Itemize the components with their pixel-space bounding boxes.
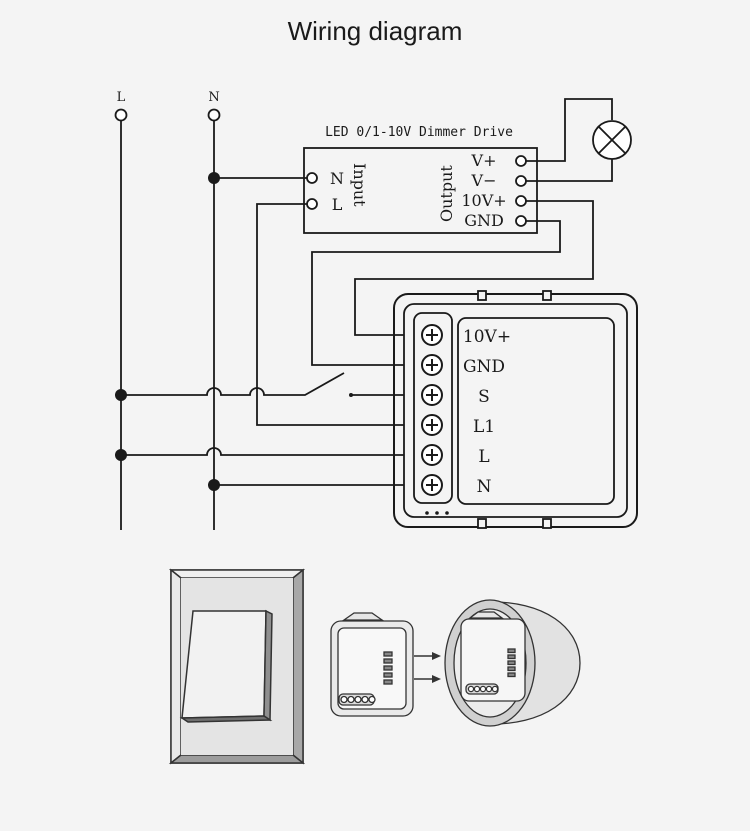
module-terminal-gnd-label: GND — [463, 357, 505, 377]
driver-output-vminus-terminal — [515, 175, 527, 187]
mains-label-l: L — [117, 90, 126, 105]
driver-output-vplus-label: V+ — [471, 151, 497, 170]
module-terminal-s-label: S — [478, 387, 490, 407]
driver-output-vminus-label: V− — [471, 171, 497, 190]
driver-output-10v-label: 10V+ — [461, 191, 506, 210]
dimmer-driver: LED 0/1-10V Dimmer Drive N L Input Outpu… — [303, 125, 538, 234]
wall-back-box-icon — [444, 599, 581, 727]
driver-output-gnd-label: GND — [464, 211, 504, 230]
module-terminal-l1-label: L1 — [473, 417, 495, 437]
driver-output-label: Output — [437, 165, 456, 222]
wall-switch-icon — [168, 568, 306, 765]
mains-terminal-l: L — [114, 90, 128, 530]
insert-arrows — [414, 652, 441, 683]
driver-output-vplus-terminal — [515, 155, 527, 167]
driver-input-l-terminal — [306, 198, 318, 210]
driver-output-10v-terminal — [515, 195, 527, 207]
module-terminal-l-label: L — [478, 447, 489, 467]
module-screws — [421, 324, 443, 496]
driver-input-label: Input — [350, 163, 369, 207]
driver-output-gnd-terminal — [515, 215, 527, 227]
driver-title: LED 0/1-10V Dimmer Drive — [325, 125, 513, 140]
switch-contact — [349, 393, 353, 397]
mains-terminal-n: N — [207, 90, 221, 530]
module-terminal-n-label: N — [477, 477, 492, 497]
junction-dots — [115, 172, 220, 491]
mains-label-n: N — [208, 90, 219, 105]
driver-input-n-label: N — [330, 169, 344, 188]
module-terminal-10v-label: 10V+ — [463, 327, 511, 347]
driver-input-n-terminal — [306, 172, 318, 184]
driver-input-l-label: L — [332, 195, 343, 214]
dimmer-module: 10V+ GND S L1 L N — [393, 290, 638, 529]
dimmer-module-icon — [330, 612, 414, 717]
page-title: Wiring diagram — [287, 16, 463, 46]
lamp-cross-icon — [526, 98, 632, 182]
